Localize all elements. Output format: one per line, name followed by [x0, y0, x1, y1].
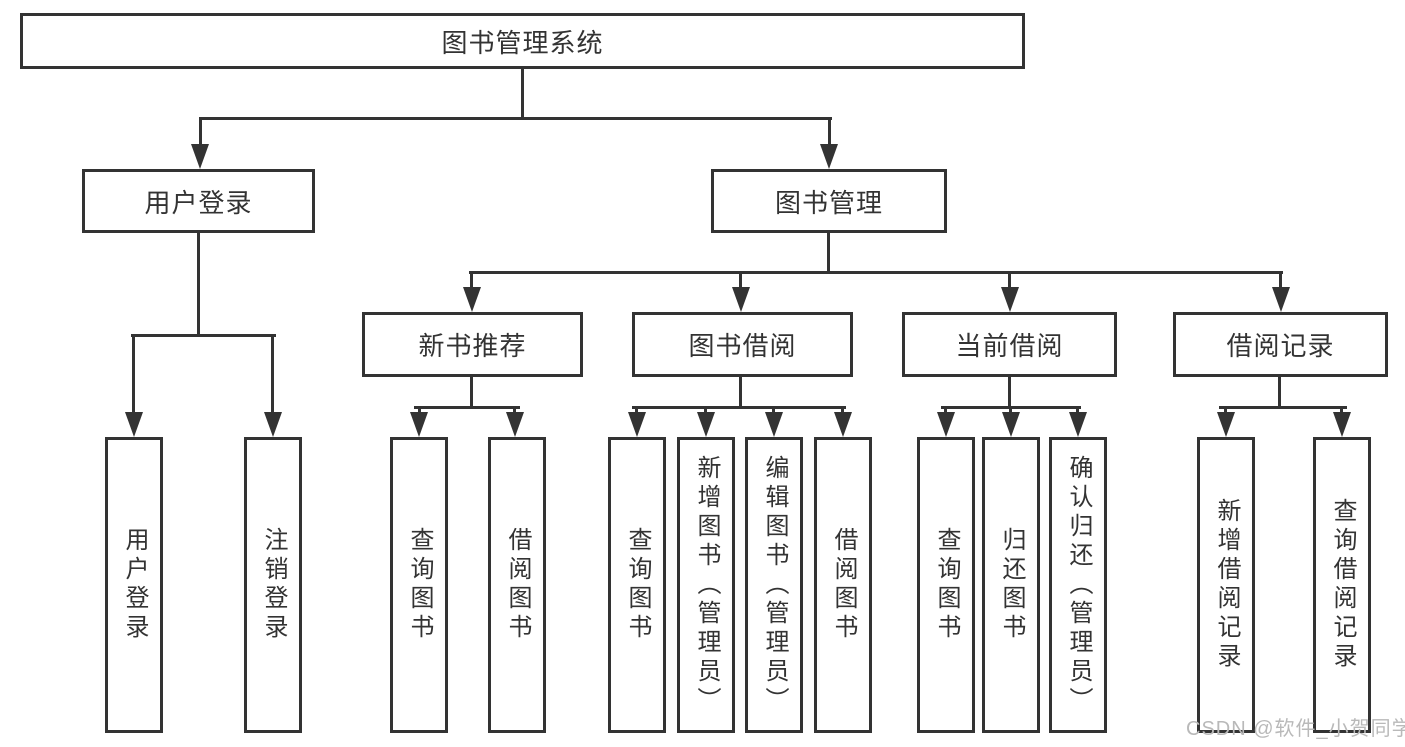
node-label: 查询借阅记录 — [1329, 498, 1356, 672]
arrow-down-icon — [463, 287, 481, 312]
arrow-down-icon — [1333, 412, 1351, 437]
connector-bookmgmt-vertical — [827, 233, 830, 273]
connector-current-stem — [1076, 408, 1079, 414]
arrow-down-icon — [834, 412, 852, 437]
arrow-down-icon — [1272, 287, 1290, 312]
connector-root-right-stem — [828, 118, 831, 147]
connector-borrow-vertical — [739, 377, 742, 408]
node-label: 查询图书 — [406, 527, 433, 643]
connector-current-stem — [1009, 408, 1012, 414]
node-label: 用户登录 — [121, 527, 148, 643]
arrow-down-icon — [506, 412, 524, 437]
node-add-borrow-record: 新增借阅记录 — [1197, 437, 1255, 733]
node-current-borrowing: 当前借阅 — [902, 312, 1117, 377]
arrow-down-icon — [697, 412, 715, 437]
node-book-borrowing: 图书借阅 — [632, 312, 853, 377]
connector-newbook-horizontal — [414, 406, 520, 409]
node-label: 新增图书（管理员） — [693, 454, 720, 716]
connector-userlogin-horizontal — [131, 334, 276, 337]
node-confirm-return-admin: 确认归还（管理员） — [1049, 437, 1107, 733]
connector-record-stem — [1224, 408, 1227, 414]
connector-level3-stem — [470, 273, 473, 289]
connector-level3-horizontal — [469, 271, 1283, 274]
node-label: 确认归还（管理员） — [1065, 454, 1092, 716]
node-borrow-books: 借阅图书 — [814, 437, 872, 733]
node-query-books-recommend: 查询图书 — [390, 437, 448, 733]
node-book-management: 图书管理 — [711, 169, 947, 233]
arrow-down-icon — [410, 412, 428, 437]
connector-record-stem — [1340, 408, 1343, 414]
node-label: 图书借阅 — [688, 331, 797, 361]
connector-newbook-stem — [418, 408, 421, 414]
node-label: 图书管理 — [774, 187, 883, 218]
arrow-down-icon — [732, 287, 750, 312]
node-label: 借阅图书 — [830, 527, 857, 643]
node-label: 借阅记录 — [1226, 331, 1335, 361]
node-query-borrow-record: 查询借阅记录 — [1313, 437, 1371, 733]
connector-root-left-stem — [199, 118, 202, 147]
connector-root-vertical — [521, 69, 524, 118]
csdn-watermark: CSDN @软件_小贺同学 — [1186, 718, 1405, 740]
node-label: 用户登录 — [144, 187, 253, 218]
connector-userlogin-stem — [271, 336, 274, 414]
node-label: 查询图书 — [624, 527, 651, 643]
connector-userlogin-vertical — [197, 233, 200, 336]
node-label: 图书管理系统 — [441, 27, 604, 58]
connector-level3-stem — [739, 273, 742, 289]
connector-borrow-stem — [772, 408, 775, 414]
connector-newbook-vertical — [470, 377, 473, 408]
node-borrow-books-recommend: 借阅图书 — [488, 437, 546, 733]
connector-current-horizontal — [941, 406, 1081, 409]
connector-level3-stem — [1279, 273, 1282, 289]
connector-current-vertical — [1008, 377, 1011, 408]
node-label: 注销登录 — [260, 527, 287, 643]
node-label: 当前借阅 — [955, 331, 1064, 361]
connector-level3-stem — [1008, 273, 1011, 289]
arrow-down-icon — [820, 144, 838, 169]
connector-userlogin-stem — [132, 336, 135, 414]
arrow-down-icon — [1002, 412, 1020, 437]
node-user-login-leaf: 用户登录 — [105, 437, 163, 733]
arrow-down-icon — [1001, 287, 1019, 312]
node-label: 归还图书 — [998, 527, 1025, 643]
connector-record-vertical — [1278, 377, 1281, 408]
arrow-down-icon — [1217, 412, 1235, 437]
node-label: 新增借阅记录 — [1213, 498, 1240, 672]
connector-newbook-stem — [513, 408, 516, 414]
node-edit-books-admin: 编辑图书（管理员） — [745, 437, 803, 733]
connector-root-horizontal — [199, 117, 832, 120]
node-return-books: 归还图书 — [982, 437, 1040, 733]
arrow-down-icon — [125, 412, 143, 437]
node-query-books-current: 查询图书 — [917, 437, 975, 733]
node-logout: 注销登录 — [244, 437, 302, 733]
arrow-down-icon — [191, 144, 209, 169]
node-new-book-recommend: 新书推荐 — [362, 312, 583, 377]
node-label: 新书推荐 — [418, 331, 527, 361]
arrow-down-icon — [937, 412, 955, 437]
arrow-down-icon — [264, 412, 282, 437]
connector-borrow-stem — [841, 408, 844, 414]
connector-current-stem — [944, 408, 947, 414]
connector-borrow-horizontal — [632, 406, 846, 409]
arrow-down-icon — [765, 412, 783, 437]
node-label: 查询图书 — [933, 527, 960, 643]
node-add-books-admin: 新增图书（管理员） — [677, 437, 735, 733]
arrow-down-icon — [1069, 412, 1087, 437]
node-borrowing-records: 借阅记录 — [1173, 312, 1388, 377]
node-query-books-borrow: 查询图书 — [608, 437, 666, 733]
node-user-login: 用户登录 — [82, 169, 315, 233]
node-library-system: 图书管理系统 — [20, 13, 1025, 69]
connector-borrow-stem — [635, 408, 638, 414]
node-label: 借阅图书 — [504, 527, 531, 643]
arrow-down-icon — [628, 412, 646, 437]
connector-record-horizontal — [1219, 406, 1347, 409]
node-label: 编辑图书（管理员） — [761, 454, 788, 716]
connector-borrow-stem — [704, 408, 707, 414]
